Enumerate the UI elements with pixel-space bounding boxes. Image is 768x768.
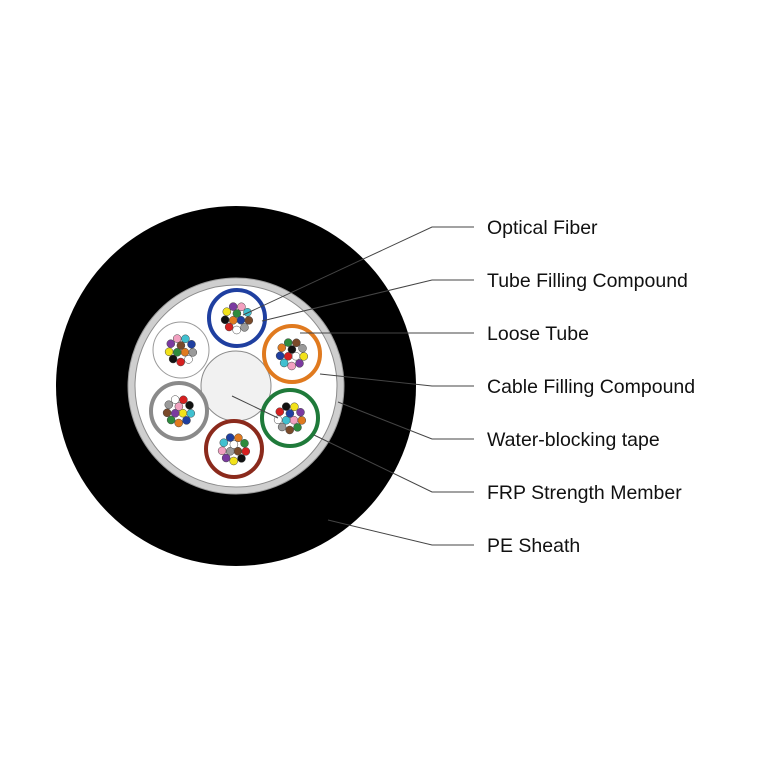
optical-fiber [279, 358, 289, 368]
optical-fiber [283, 338, 293, 347]
optical-fiber [292, 338, 301, 348]
leader-frp-strength-member [313, 434, 474, 493]
optical-fiber [184, 355, 193, 364]
optical-fiber [240, 323, 249, 332]
leader-water-blocking-tape [337, 401, 474, 440]
optical-fiber [240, 439, 249, 448]
optical-fiber [228, 302, 238, 311]
leader-lines [231, 226, 474, 546]
optical-fiber [222, 307, 232, 316]
optical-fiber [176, 357, 185, 367]
optical-fiber [186, 409, 196, 418]
label-frp-strength-member: FRP Strength Member [487, 482, 682, 504]
optical-fiber [188, 348, 198, 357]
optical-fiber [217, 446, 227, 456]
label-pe-sheath: PE Sheath [487, 535, 580, 557]
optical-fiber [293, 423, 302, 432]
leader-cable-filling-compound [319, 373, 474, 387]
optical-fiber [220, 315, 230, 325]
optical-fiber [275, 407, 285, 416]
optical-fiber [290, 402, 299, 412]
cable-cross-section [56, 206, 416, 566]
optical-fiber [164, 400, 174, 409]
optical-fiber [229, 440, 239, 449]
optical-fiber [297, 416, 307, 425]
labels: Optical Fiber Tube Filling Compound Loos… [487, 217, 695, 557]
loose-tube [152, 321, 210, 379]
loose-tube [149, 381, 209, 441]
optical-fiber [244, 316, 254, 325]
loose-tube-wall [262, 324, 322, 384]
optical-fiber [164, 347, 174, 357]
loose-tube-wall [152, 321, 210, 379]
optical-fiber [166, 339, 176, 348]
optical-fiber [232, 309, 242, 318]
loose-tubes-group [149, 288, 322, 479]
optical-fiber [285, 425, 294, 435]
optical-fiber [225, 433, 235, 442]
optical-fiber [277, 422, 287, 432]
optical-fiber [179, 395, 188, 405]
optical-fiber [168, 354, 178, 364]
optical-fiber [287, 361, 296, 371]
optical-fiber [229, 456, 238, 466]
loose-tube [260, 388, 320, 448]
loose-tube-wall [207, 288, 267, 348]
optical-fiber [187, 340, 196, 349]
optical-fiber [285, 409, 295, 418]
loose-tube [204, 419, 264, 479]
optical-fiber [295, 359, 304, 368]
leader-center-pointer [231, 395, 279, 419]
optical-fiber [275, 351, 285, 361]
optical-fiber [299, 352, 309, 361]
leader-tube-filling-compound [261, 279, 474, 322]
optical-fiber [232, 325, 241, 335]
optical-fiber [166, 415, 176, 425]
optical-fiber [162, 408, 172, 418]
leader-optical-fiber [242, 226, 474, 316]
optical-fiber [174, 418, 183, 428]
optical-fiber [241, 447, 251, 456]
optical-fiber [176, 341, 186, 350]
optical-fiber [296, 408, 305, 417]
optical-fiber [172, 334, 182, 343]
loose-tube-wall [149, 381, 209, 441]
optical-fiber [287, 345, 297, 354]
optical-fiber [224, 322, 234, 332]
optical-fiber [182, 416, 191, 425]
label-water-blocking-tape: Water-blocking tape [487, 429, 660, 451]
loose-tube [262, 324, 322, 384]
label-tube-filling-compound: Tube Filling Compound [487, 270, 688, 292]
optical-fiber [277, 343, 287, 352]
optical-fiber [273, 415, 283, 425]
label-loose-tube: Loose Tube [487, 323, 589, 345]
frp-strength-member [200, 350, 272, 422]
label-optical-fiber: Optical Fiber [487, 217, 598, 239]
loose-tube-wall [260, 388, 320, 448]
loose-tube [207, 288, 267, 348]
optical-fiber [281, 402, 291, 411]
optical-fiber [237, 302, 246, 312]
optical-fiber [185, 401, 194, 410]
optical-fiber [219, 438, 229, 447]
optical-fiber [298, 344, 307, 353]
optical-fiber [221, 453, 231, 463]
loose-tube-wall [204, 419, 264, 479]
optical-fiber [234, 433, 243, 443]
optical-fiber [174, 402, 184, 411]
optical-fiber [181, 334, 190, 344]
optical-fiber [170, 395, 180, 404]
label-cable-filling-compound: Cable Filling Compound [487, 376, 695, 398]
optical-fiber [243, 308, 252, 317]
leader-pe-sheath [327, 519, 474, 546]
optical-fiber [237, 454, 246, 463]
